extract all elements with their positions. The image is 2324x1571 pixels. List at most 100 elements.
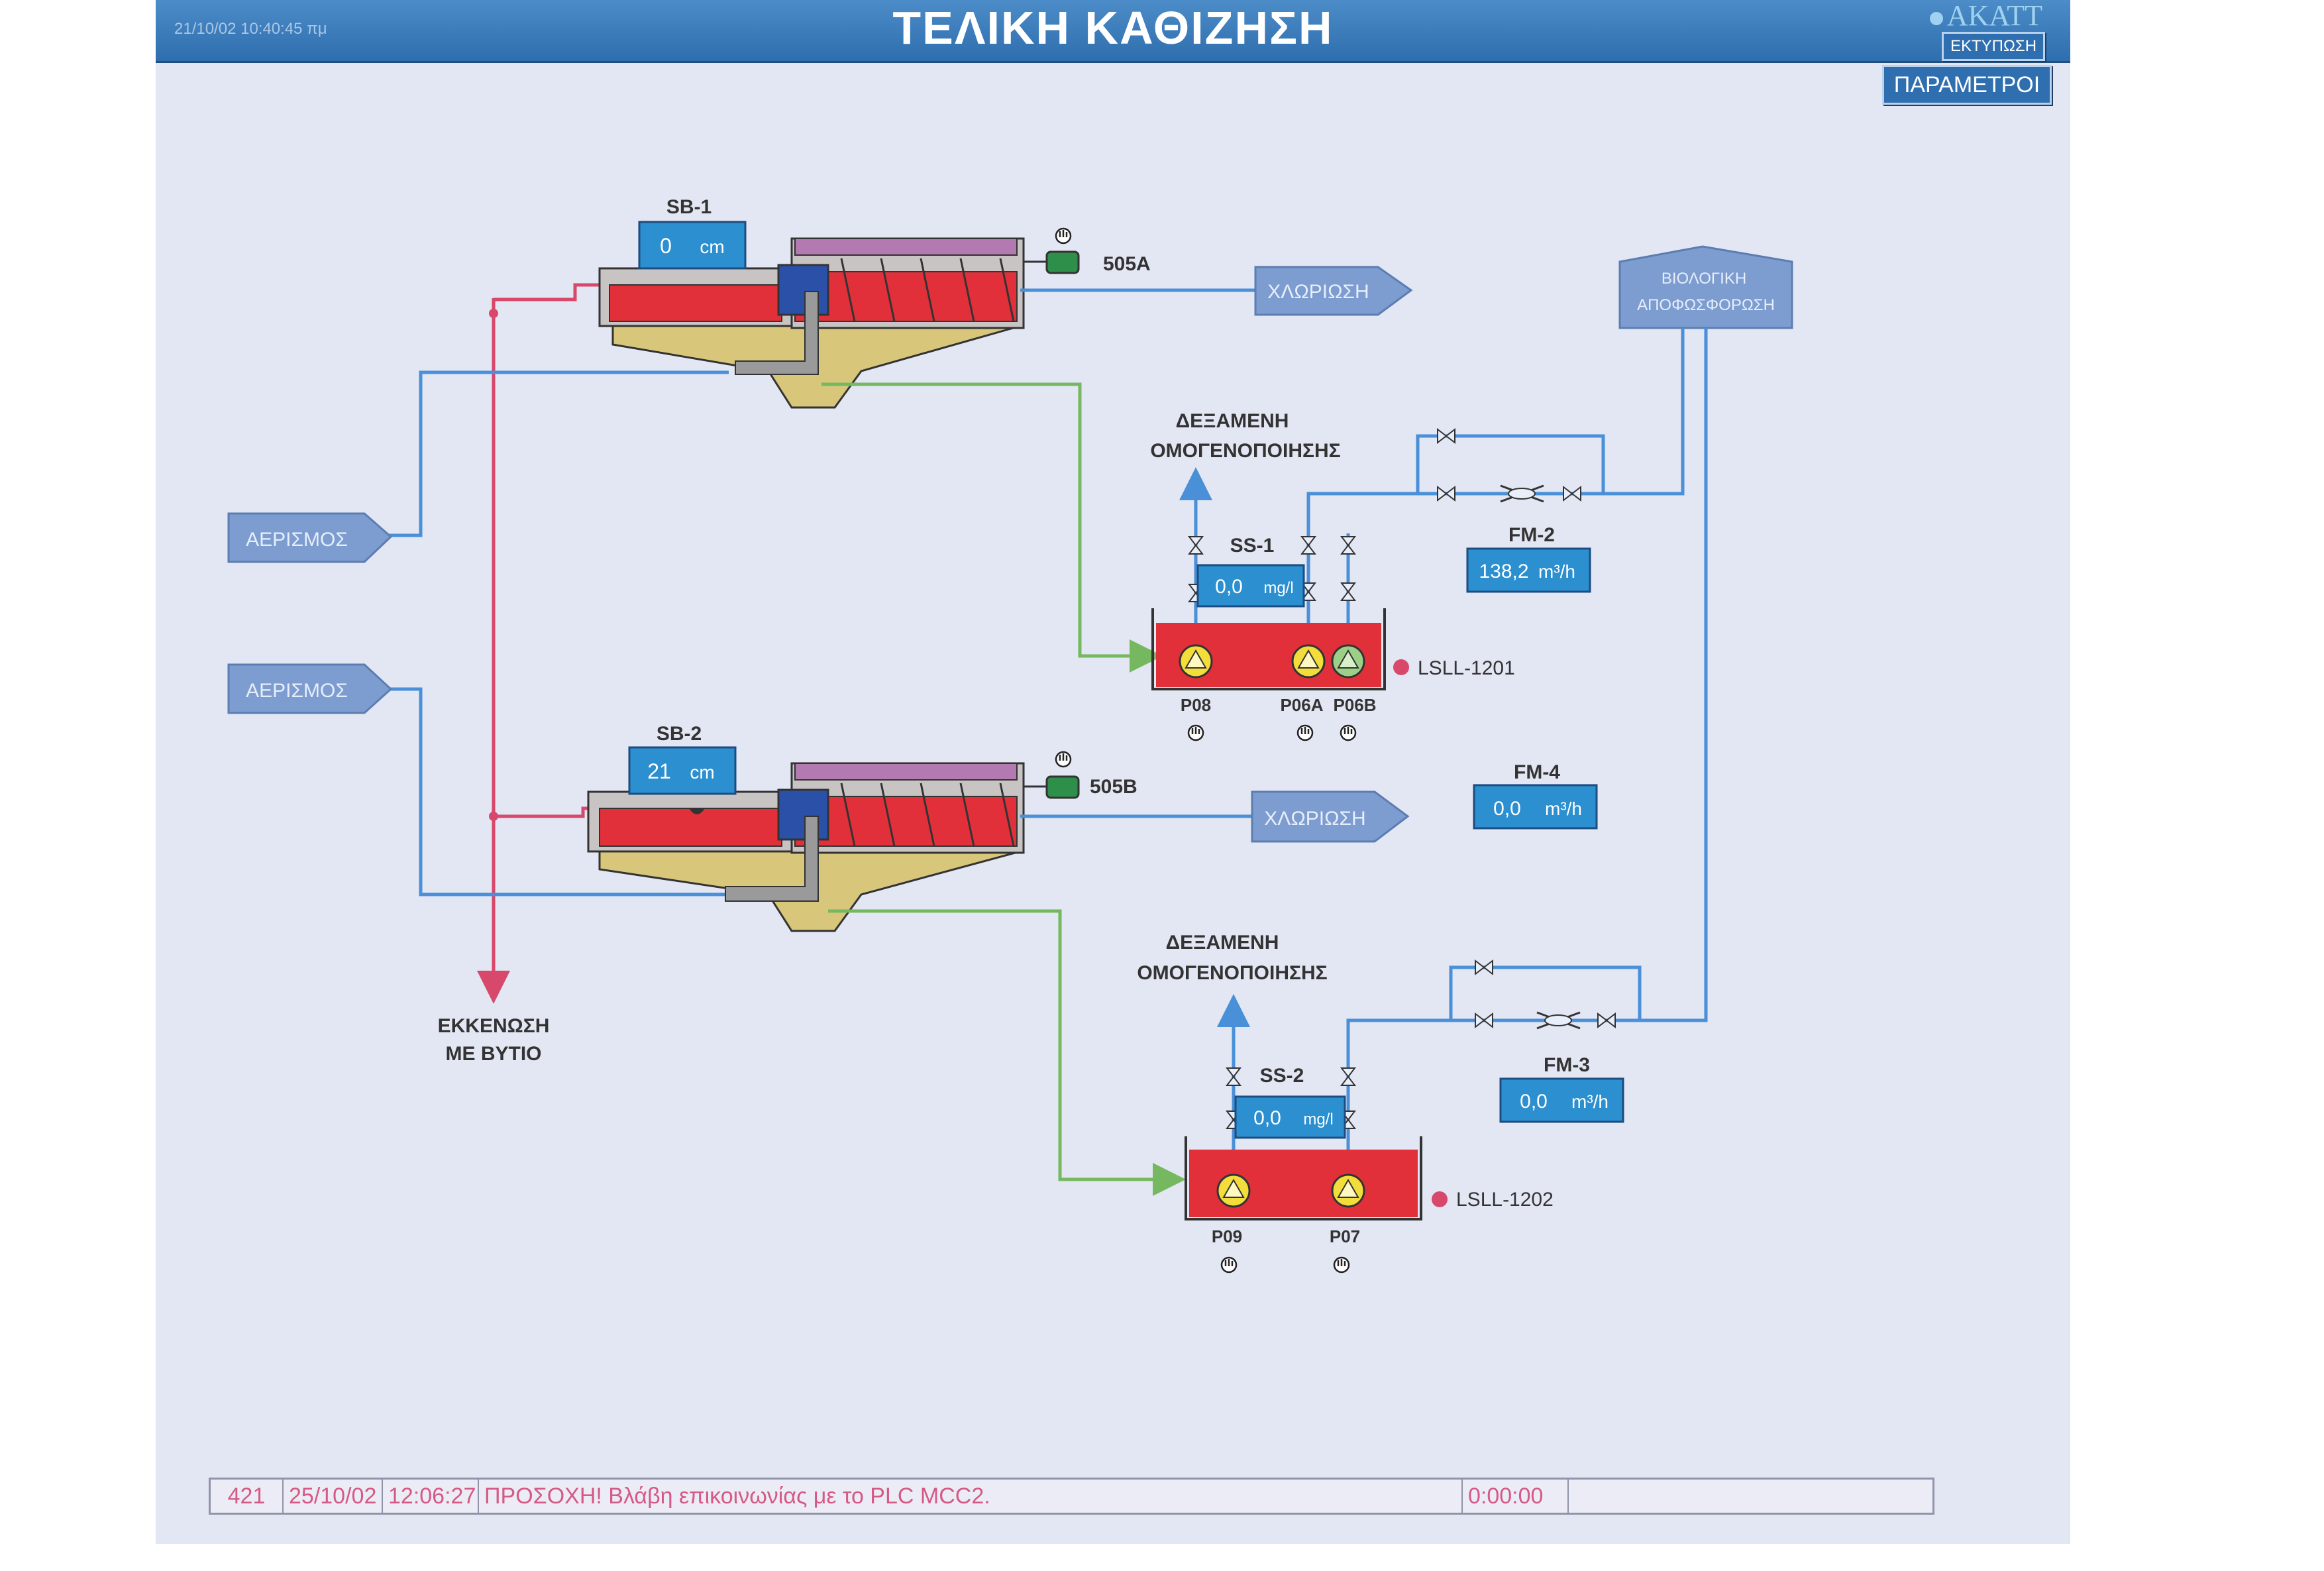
fm4-value-box: 0,0 m³/h: [1473, 784, 1598, 830]
bio-dephos-label-line2: ΑΠΟΦΩΣΦΟΡΩΣΗ: [1637, 296, 1775, 314]
drain-label-line2: ΜΕ ΒΥΤΙΟ: [445, 1043, 541, 1065]
valve-icon[interactable]: [1475, 960, 1493, 975]
chlorination-tag-2[interactable]: ΧΛΩΡΙΩΣΗ: [1251, 790, 1410, 843]
homog-label-1-line2: ΟΜΟΓΕΝΟΠΟΙΗΣΗΣ: [1150, 440, 1340, 462]
bio-dephos-label-line1: ΒΙΟΛΟΓΙΚΗ: [1662, 270, 1746, 288]
motor-505a-icon[interactable]: [1024, 250, 1080, 274]
pump-p08-icon[interactable]: [1179, 644, 1213, 678]
fm2-value-box: 138,2 m³/h: [1466, 547, 1591, 593]
fm2-label: FM-2: [1508, 524, 1555, 546]
pump-p09-icon[interactable]: [1216, 1173, 1251, 1208]
aeration-label-1: ΑΕΡΙΣΜΟΣ: [246, 529, 348, 551]
manual-mode-icon[interactable]: [1055, 227, 1072, 244]
valve-icon[interactable]: [1226, 1067, 1241, 1086]
manual-mode-icon[interactable]: [1055, 751, 1072, 768]
return-pipe-2: [828, 909, 1186, 1196]
fm4-label: FM-4: [1514, 761, 1560, 783]
flowmeter-fm2-icon: [1500, 484, 1544, 503]
fm2-value: 138,2: [1479, 561, 1528, 582]
valve-icon[interactable]: [1597, 1013, 1616, 1028]
homog-label-1-line1: ΔΕΞΑΜΕΝΗ: [1176, 410, 1289, 432]
pump-p08-label: P08: [1181, 695, 1211, 715]
valve-icon[interactable]: [1301, 536, 1316, 555]
print-button[interactable]: ΕΚΤΥΠΩΣΗ: [1942, 32, 2045, 61]
motor-505b-label: 505B: [1090, 776, 1137, 798]
level-switch-indicator-icon: [1393, 659, 1409, 675]
ss1-value-box: 0,0 mg/l: [1196, 564, 1305, 608]
settler-sb1[interactable]: [598, 237, 1025, 409]
motor-505b-icon[interactable]: [1024, 775, 1080, 799]
aeration-tag-2[interactable]: ΑΕΡΙΣΜΟΣ: [227, 663, 393, 714]
datetime-readout: 21/10/02 10:40:45 πμ: [174, 20, 327, 38]
logo-text: AKATT: [1946, 0, 2042, 32]
fm3-value: 0,0: [1520, 1091, 1548, 1112]
ss2-value: 0,0: [1253, 1107, 1281, 1129]
aeration-pipes: [388, 370, 729, 896]
aeration-label-2: ΑΕΡΙΣΜΟΣ: [246, 680, 348, 702]
pump-p06b-icon[interactable]: [1331, 644, 1365, 678]
valve-icon[interactable]: [1341, 582, 1355, 601]
sb2-level-unit: cm: [690, 762, 714, 783]
alarm-id: 421: [211, 1480, 284, 1513]
homog-label-2-line1: ΔΕΞΑΜΕΝΗ: [1166, 932, 1279, 953]
aeration-tag-1[interactable]: ΑΕΡΙΣΜΟΣ: [227, 512, 393, 563]
ss1-label: SS-1: [1230, 535, 1275, 557]
sb2-label: SB-2: [657, 723, 702, 745]
settler-sb2[interactable]: [587, 762, 1025, 932]
alarm-date: 25/10/02: [284, 1480, 383, 1513]
pump-p07-icon[interactable]: [1331, 1173, 1365, 1208]
motor-505a-label: 505A: [1103, 253, 1151, 275]
homog-label-2-line2: ΟΜΟΓΕΝΟΠΟΙΗΣΗΣ: [1137, 962, 1327, 984]
valve-icon[interactable]: [1437, 429, 1455, 443]
manual-mode-icon[interactable]: [1187, 724, 1204, 741]
manual-mode-icon[interactable]: [1340, 724, 1357, 741]
manual-mode-icon[interactable]: [1220, 1256, 1238, 1273]
pump-p09-label: P09: [1212, 1226, 1242, 1246]
ss1-value: 0,0: [1215, 576, 1243, 598]
lsll-1202-label: LSLL-1202: [1456, 1189, 1554, 1211]
drain-pipes: [477, 283, 600, 1004]
valve-icon[interactable]: [1437, 486, 1455, 501]
pump-p07-label: P07: [1330, 1226, 1360, 1246]
manual-mode-icon[interactable]: [1296, 724, 1314, 741]
title-bar: 21/10/02 10:40:45 πμ ΤΕΛΙΚΗ ΚΑΘΙΖΗΣΗ AKA…: [156, 0, 2070, 63]
flowmeter-fm3-icon: [1536, 1011, 1581, 1030]
ss2-unit: mg/l: [1303, 1111, 1333, 1128]
fm4-unit: m³/h: [1545, 798, 1582, 819]
fm4-value: 0,0: [1493, 798, 1521, 820]
fm3-unit: m³/h: [1571, 1091, 1609, 1112]
pump-p06b-label: P06B: [1333, 695, 1376, 715]
sb2-level-box: 21 cm: [628, 746, 737, 795]
bio-dephosphorisation-tag[interactable]: ΒΙΟΛΟΓΙΚΗ ΑΠΟΦΩΣΦΟΡΩΣΗ: [1618, 245, 1793, 329]
pump-p06a-icon[interactable]: [1291, 644, 1326, 678]
valve-icon[interactable]: [1475, 1013, 1493, 1028]
sb1-level-unit: cm: [700, 237, 724, 257]
valve-icon[interactable]: [1188, 536, 1203, 555]
alarm-duration: 0:00:00: [1463, 1480, 1569, 1513]
drain-junction-dot: [489, 812, 498, 821]
sb2-level-value: 21: [647, 759, 671, 783]
valve-icon[interactable]: [1341, 1067, 1355, 1086]
chlorination-label-1: ΧΛΩΡΙΩΣΗ: [1267, 281, 1369, 303]
ss2-label: SS-2: [1260, 1065, 1304, 1087]
page-title: ΤΕΛΙΚΗ ΚΑΘΙΖΗΣΗ: [892, 2, 1334, 54]
fm3-value-box: 0,0 m³/h: [1499, 1077, 1624, 1123]
lsll-1201-label: LSLL-1201: [1418, 657, 1515, 679]
bio-dephos-pipes: [1640, 328, 1708, 1022]
alarm-status-bar[interactable]: 421 25/10/02 12:06:27 ΠΡΟΣΟΧΗ! Βλάβη επι…: [209, 1478, 1934, 1515]
pump-p06a-label: P06A: [1280, 695, 1323, 715]
logo-dot-icon: [1929, 12, 1943, 25]
level-switch-indicator-icon: [1432, 1191, 1448, 1207]
fm3-label: FM-3: [1544, 1054, 1590, 1076]
ss2-value-box: 0,0 mg/l: [1234, 1095, 1346, 1139]
valve-icon[interactable]: [1563, 486, 1581, 501]
fm2-unit: m³/h: [1538, 561, 1575, 582]
alarm-message: ΠΡΟΣΟΧΗ! Βλάβη επικοινωνίας με το PLC MC…: [479, 1480, 1463, 1513]
valve-icon[interactable]: [1341, 536, 1355, 555]
chlorination-tag-1[interactable]: ΧΛΩΡΙΩΣΗ: [1254, 266, 1413, 316]
sb1-level-box: 0 cm: [638, 221, 747, 270]
ss2-tank[interactable]: [1185, 1136, 1422, 1220]
parameters-button[interactable]: ΠΑΡΑΜΕΤΡΟΙ: [1882, 65, 2052, 105]
return-pipe-1: [821, 382, 1163, 673]
manual-mode-icon[interactable]: [1333, 1256, 1350, 1273]
